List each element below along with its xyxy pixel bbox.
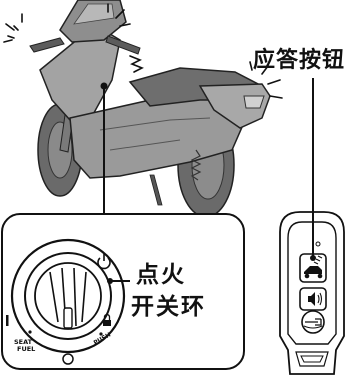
ignition-leader bbox=[100, 82, 108, 215]
answer-back-button[interactable] bbox=[299, 253, 327, 283]
power-icon bbox=[97, 254, 111, 270]
answer-button-label: 应答按钮 bbox=[253, 48, 346, 73]
key-icon bbox=[303, 318, 323, 329]
flash-mark-rear bbox=[249, 61, 283, 99]
lock-icon bbox=[103, 313, 111, 326]
on-mark bbox=[6, 315, 9, 326]
off-mark bbox=[62, 353, 74, 365]
scooter-icon bbox=[304, 255, 323, 279]
ignition-ring-label-line1: 点火 bbox=[136, 262, 186, 288]
seat-mark: SEAT bbox=[14, 338, 33, 346]
flash-mark-mid bbox=[129, 55, 144, 73]
speaker-icon bbox=[308, 292, 323, 306]
flash-marks bbox=[3, 3, 283, 99]
scooter-illustration bbox=[29, 0, 271, 218]
ignition-panel bbox=[1, 213, 245, 370]
ignition-ring-label-line2: 开关环 bbox=[131, 294, 206, 320]
alarm-button[interactable] bbox=[299, 287, 327, 311]
fuel-mark: FUEL bbox=[17, 345, 35, 353]
key-fob bbox=[279, 78, 345, 375]
flash-mark-front-left bbox=[3, 13, 23, 43]
flash-mark-front-right bbox=[107, 3, 131, 27]
open-button[interactable] bbox=[301, 310, 325, 334]
